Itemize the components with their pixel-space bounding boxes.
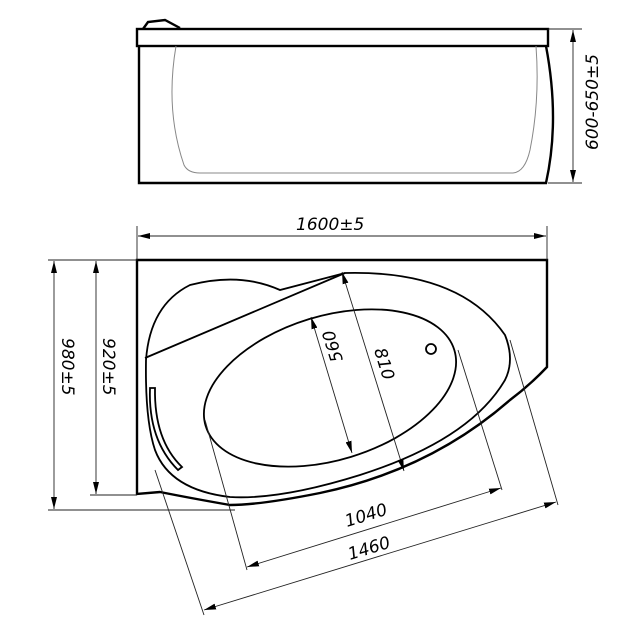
drain-hole <box>425 343 437 355</box>
side-view: 600-650±5 <box>135 18 603 185</box>
grab-handle <box>149 387 184 472</box>
outer-length-dim-line <box>203 501 557 611</box>
length-label: 1600±5 <box>296 215 364 235</box>
rim-width-label: 920±5 <box>98 338 118 396</box>
front-panel-contour <box>171 45 538 174</box>
side-body <box>137 45 555 185</box>
inner-length-ext-left <box>204 419 248 571</box>
tub-outline <box>135 258 549 507</box>
inner-length-ext-right <box>457 349 503 491</box>
inner-basin <box>203 308 457 468</box>
height-label: 600-650±5 <box>583 54 603 150</box>
outer-length-ext-right <box>509 339 559 506</box>
top-view: 1600±5 980±5 920±5 560 810 1040 1460 <box>48 215 559 616</box>
outer-width-label: 810 <box>369 346 398 383</box>
headrest-line <box>144 272 346 359</box>
outer-length-ext-left <box>154 469 205 616</box>
rim <box>135 27 550 48</box>
rim-contour <box>145 272 511 499</box>
outer-width-dim-line <box>341 271 405 472</box>
outer-length-label: 1460 <box>346 533 393 565</box>
headrest-profile <box>142 18 181 30</box>
overall-width-label: 980±5 <box>57 338 77 396</box>
inner-length-label: 1040 <box>343 500 390 532</box>
